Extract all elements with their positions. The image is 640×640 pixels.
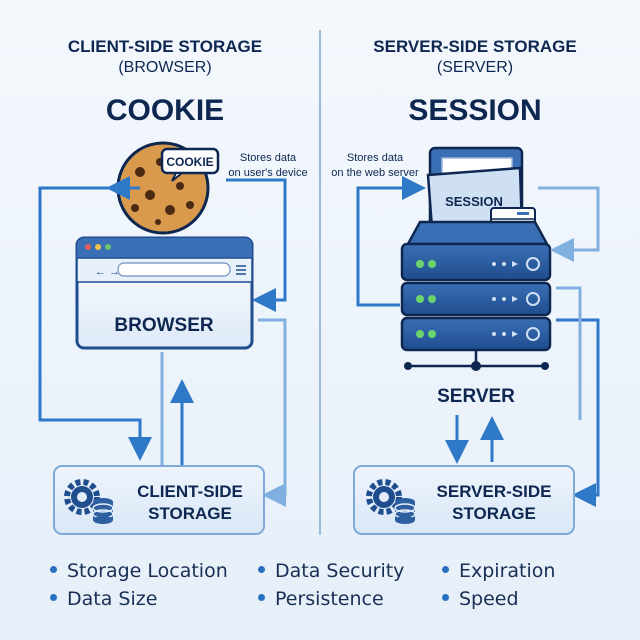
server-to-storage-arrow — [556, 318, 600, 507]
bullet-icon — [50, 566, 57, 573]
client-heading: CLIENT-SIDE STORAGE — [68, 37, 262, 56]
bullet-icon — [258, 566, 265, 573]
cookie-to-browser-arrow — [226, 178, 287, 312]
server-subheading: (SERVER) — [437, 59, 513, 76]
client-storage-line2: STORAGE — [148, 504, 232, 523]
server-note-line2: on the web server — [331, 167, 419, 179]
server-side-line — [556, 286, 582, 420]
client-note-line2: on user's device — [228, 167, 307, 179]
server-loop-arrow — [356, 176, 426, 307]
server-label: SERVER — [437, 386, 515, 407]
legend-item-label: Persistence — [275, 588, 384, 610]
server-heading: SERVER-SIDE STORAGE — [373, 37, 576, 56]
server-storage-line2: STORAGE — [452, 504, 536, 523]
cookie-tag: COOKIE — [160, 147, 220, 182]
bullet-icon — [442, 594, 449, 601]
legend-item-label: Data Size — [67, 588, 158, 610]
browser-window-icon: ← → — [75, 236, 254, 350]
browser-to-storage-arrow — [258, 318, 287, 507]
browser-label: BROWSER — [114, 315, 214, 336]
client-title: COOKIE — [106, 94, 224, 127]
cookie-tag-label: COOKIE — [166, 155, 213, 169]
client-note-line1: Stores data — [240, 152, 297, 164]
comparison-legend: Storage Location Data Security Expiratio… — [0, 556, 640, 626]
legend-item: Data Size — [50, 588, 157, 610]
left-loop-arrow — [38, 186, 152, 461]
bullet-icon — [258, 594, 265, 601]
legend-item: Storage Location — [50, 560, 228, 582]
legend-item: Speed — [442, 588, 519, 610]
client-subheading: (BROWSER) — [118, 59, 211, 76]
folder-to-server-arrow — [538, 186, 600, 262]
server-storage-line1: SERVER-SIDE — [437, 482, 552, 501]
server-title: SESSION — [408, 94, 541, 127]
svg-text:← →: ← → — [95, 266, 120, 278]
bullet-icon — [442, 566, 449, 573]
gear-icon — [64, 479, 100, 515]
server-note-line1: Stores data — [347, 152, 404, 164]
database-icon — [394, 498, 416, 524]
server-rack-icon — [400, 220, 552, 371]
legend-item: Expiration — [442, 560, 555, 582]
legend-item-label: Expiration — [459, 560, 556, 582]
bullet-icon — [50, 594, 57, 601]
legend-item: Persistence — [258, 588, 384, 610]
legend-item: Data Security — [258, 560, 404, 582]
client-storage-line1: CLIENT-SIDE — [137, 482, 243, 501]
folder-label: SESSION — [445, 194, 503, 209]
legend-item-label: Data Security — [275, 560, 405, 582]
legend-item-label: Storage Location — [67, 560, 228, 582]
legend-item-label: Speed — [459, 588, 519, 610]
gear-icon — [366, 479, 402, 515]
database-icon — [92, 498, 114, 524]
